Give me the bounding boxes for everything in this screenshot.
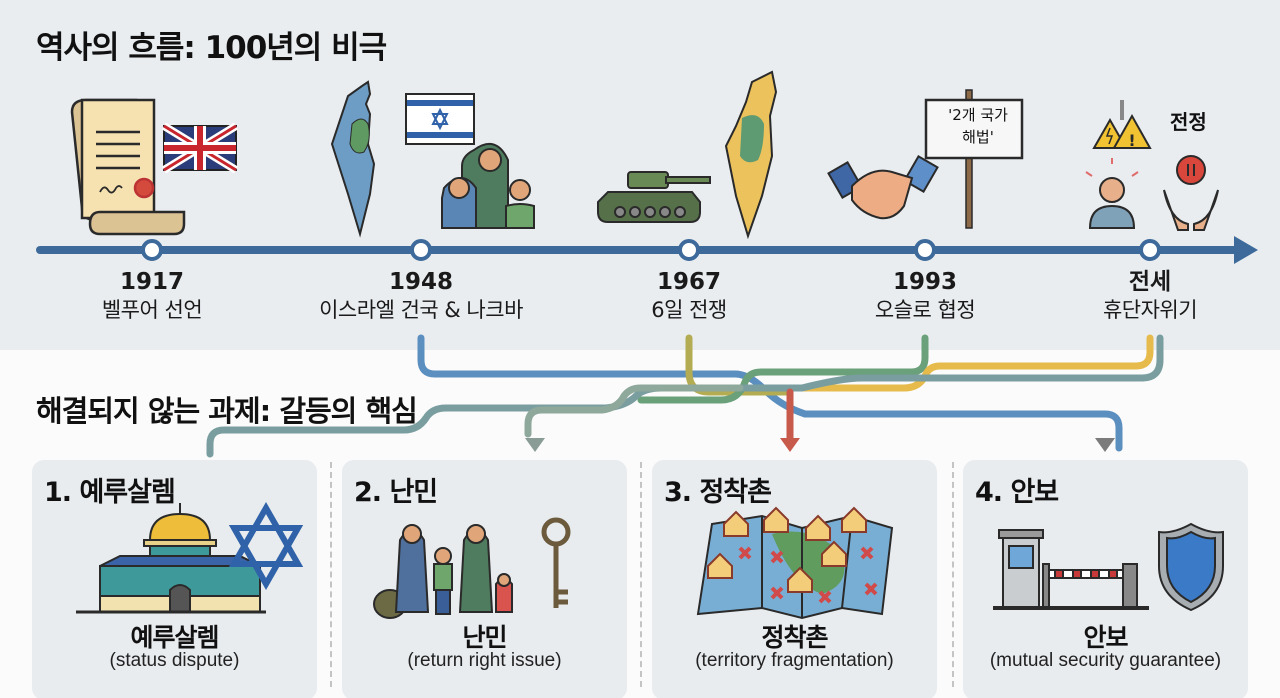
issue-card-jerusalem: 1. 예루살렘 예루살렘 (status dispute) <box>32 460 317 698</box>
sign-line-1: '2개 국가 <box>948 106 1008 124</box>
event-year: 전세 <box>1128 269 1172 295</box>
flow-1993 <box>637 334 929 404</box>
distressed-person-icon <box>1085 158 1139 229</box>
node-1967 <box>678 239 700 261</box>
tank-icon <box>597 171 711 223</box>
timeline-event-1967: 1967 6일 전쟁 <box>549 268 829 324</box>
key-icon <box>541 517 571 608</box>
card-title: 1. 예루살렘 <box>44 477 176 508</box>
svg-text:!: ! <box>1128 131 1135 150</box>
history-section-title: 역사의 흐름: 100년의 비극 <box>36 30 387 66</box>
event-year: 1967 <box>656 269 721 295</box>
event-year: 1917 <box>119 269 184 295</box>
issue-card-security: 4. 안보 안보 (mutual security guarantee) <box>963 460 1248 698</box>
event-label: 오슬로 협정 <box>874 298 976 322</box>
timeline-event-1993: 1993 오슬로 협정 <box>785 268 1065 324</box>
card-name: 안보 <box>1083 623 1128 652</box>
card-subtitle: (mutual security guarantee) <box>989 650 1222 671</box>
arrow-down-icon <box>1095 438 1115 452</box>
issue-card-refugees: 2. 난민 난민 (return right issue) <box>342 460 627 698</box>
checkpoint-barrier-icon <box>993 529 1149 610</box>
card-name: 난민 <box>462 623 507 652</box>
handshake-icon <box>827 155 939 220</box>
flow-to-jerusalem <box>206 334 1164 458</box>
israel-flag-icon <box>405 93 475 145</box>
house-icons <box>707 506 867 593</box>
arrow-down-icon <box>780 438 800 452</box>
warning-icon: ! <box>1092 100 1152 150</box>
event-label: 벨푸어 선언 <box>101 298 203 322</box>
map-icon <box>330 80 376 238</box>
node-1948 <box>410 239 432 261</box>
node-1917 <box>141 239 163 261</box>
card-subtitle: (return right issue) <box>407 650 562 671</box>
card-divider <box>952 462 954 687</box>
timeline-axis <box>36 236 1258 264</box>
card-title: 2. 난민 <box>354 477 438 508</box>
event-year: 1993 <box>892 269 957 295</box>
arrow-down-icon <box>525 438 545 452</box>
two-state-sign-text: '2개 국가 해법' <box>932 104 1024 148</box>
stop-hands-icon <box>1163 155 1219 231</box>
card-name: 정착촌 <box>761 623 828 652</box>
card-title: 4. 안보 <box>975 477 1059 508</box>
shield-icon <box>1158 522 1224 612</box>
timeline-event-current: 전세 휴단자위기 <box>1010 268 1280 324</box>
card-divider <box>640 462 642 687</box>
card-subtitle: (territory fragmentation) <box>695 650 894 671</box>
flow-to-refugees <box>524 384 744 438</box>
flow-connectors <box>206 334 1164 458</box>
refugee-family-icon <box>373 524 513 619</box>
sign-line-2: 해법' <box>962 128 994 146</box>
card-name: 예루살렘 <box>130 623 219 652</box>
refugee-family-icon <box>441 142 535 229</box>
flow-current-yellow <box>780 334 1154 392</box>
node-current <box>1139 239 1161 261</box>
card-title: 3. 정착촌 <box>664 477 772 508</box>
card-divider <box>330 462 332 687</box>
card-subtitle: (status dispute) <box>109 650 240 671</box>
union-jack-flag-icon <box>161 122 239 174</box>
map-occupied-icon <box>724 70 778 240</box>
event-label: 6일 전쟁 <box>651 298 727 322</box>
scroll-document-icon <box>70 98 186 236</box>
star-of-david-icon <box>228 501 304 591</box>
timeline-event-1917: 1917 벨푸어 선언 <box>12 268 292 324</box>
dome-of-the-rock-icon <box>76 503 266 614</box>
current-side-text: 전정 <box>1170 110 1207 134</box>
event-label: 이스라엘 건국 & 나크바 <box>319 298 523 322</box>
timeline-nodes <box>141 239 1161 261</box>
event-label: 휴단자위기 <box>1102 298 1198 322</box>
timeline-graphic: ! <box>36 70 1258 458</box>
flow-1967 <box>685 334 793 396</box>
issue-card-settlements: 3. 정착촌 정착촌 (territory fragmentatio <box>652 460 937 698</box>
arrow-right-icon <box>1234 236 1258 264</box>
event-year: 1948 <box>388 269 453 295</box>
node-1993 <box>914 239 936 261</box>
cross-mark-icons <box>738 546 878 604</box>
signpost-icon <box>924 89 1024 229</box>
issues-section-title: 해결되지 않는 과제: 갈등의 핵심 <box>36 394 418 428</box>
timeline-event-1948: 1948 이스라엘 건국 & 나크바 <box>281 268 561 324</box>
